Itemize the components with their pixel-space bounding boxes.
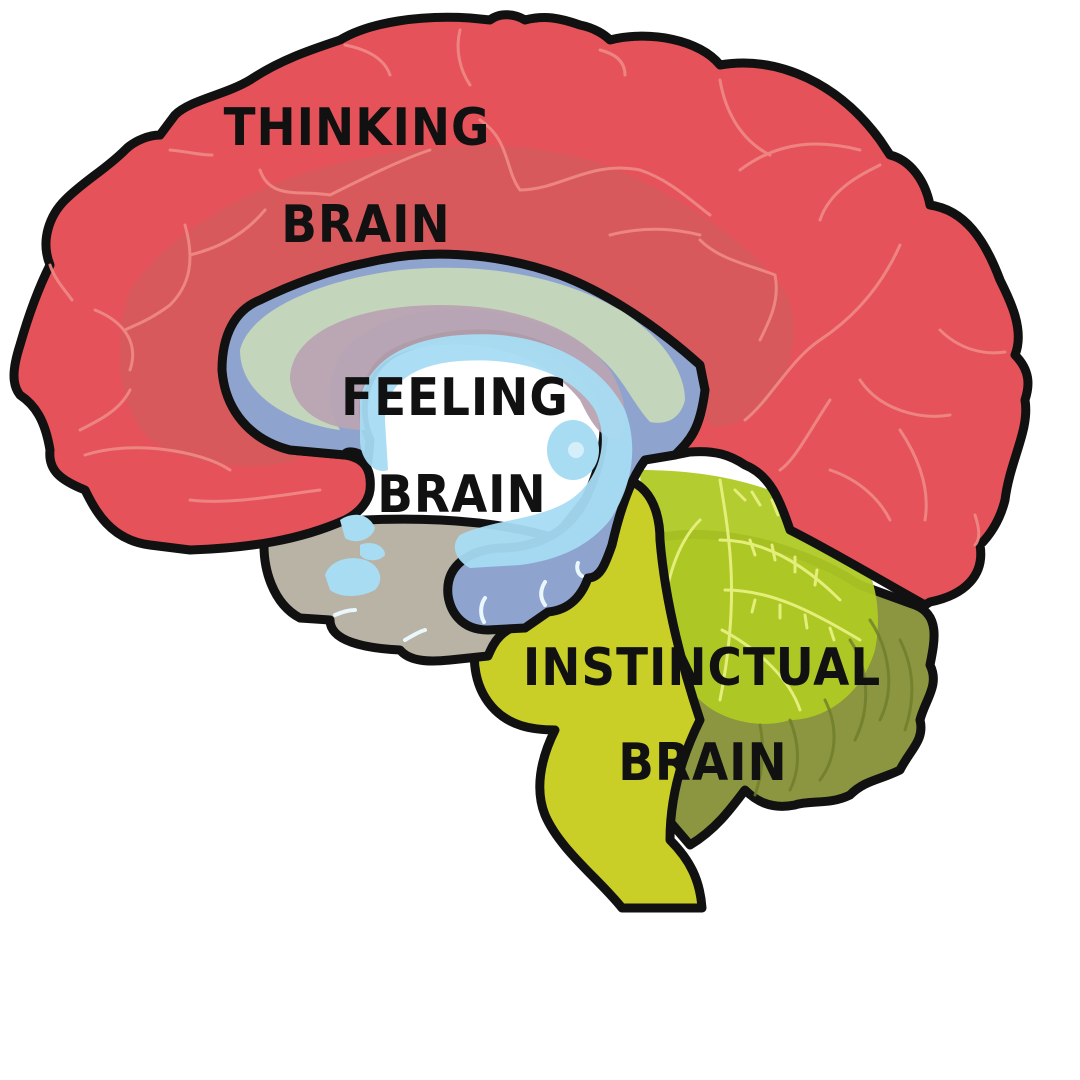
label-feeling-brain: FEELING BRAIN — [341, 368, 569, 525]
instinctual-brain-line1: INSTINCTUAL — [523, 638, 881, 698]
limbic-structures — [325, 334, 633, 596]
thinking-brain-line1: THINKING — [224, 98, 491, 158]
gyri-lines — [48, 28, 1007, 547]
cerebellum-folds — [753, 618, 914, 797]
cerebellum-veins — [663, 478, 862, 712]
instinctual-brain-line2: BRAIN — [618, 733, 787, 793]
cortex-inner — [119, 145, 794, 466]
feeling-brain-line1: FEELING — [341, 368, 569, 428]
limbic-highlights — [333, 561, 584, 642]
label-thinking-brain: THINKING BRAIN — [224, 98, 491, 255]
thinking-brain-line2: BRAIN — [281, 195, 450, 255]
limbic-core — [290, 305, 626, 440]
corpus-inner-band — [240, 267, 685, 430]
feeling-brain-line2: BRAIN — [377, 465, 546, 525]
label-instinctual-brain: INSTINCTUAL BRAIN — [523, 638, 881, 793]
